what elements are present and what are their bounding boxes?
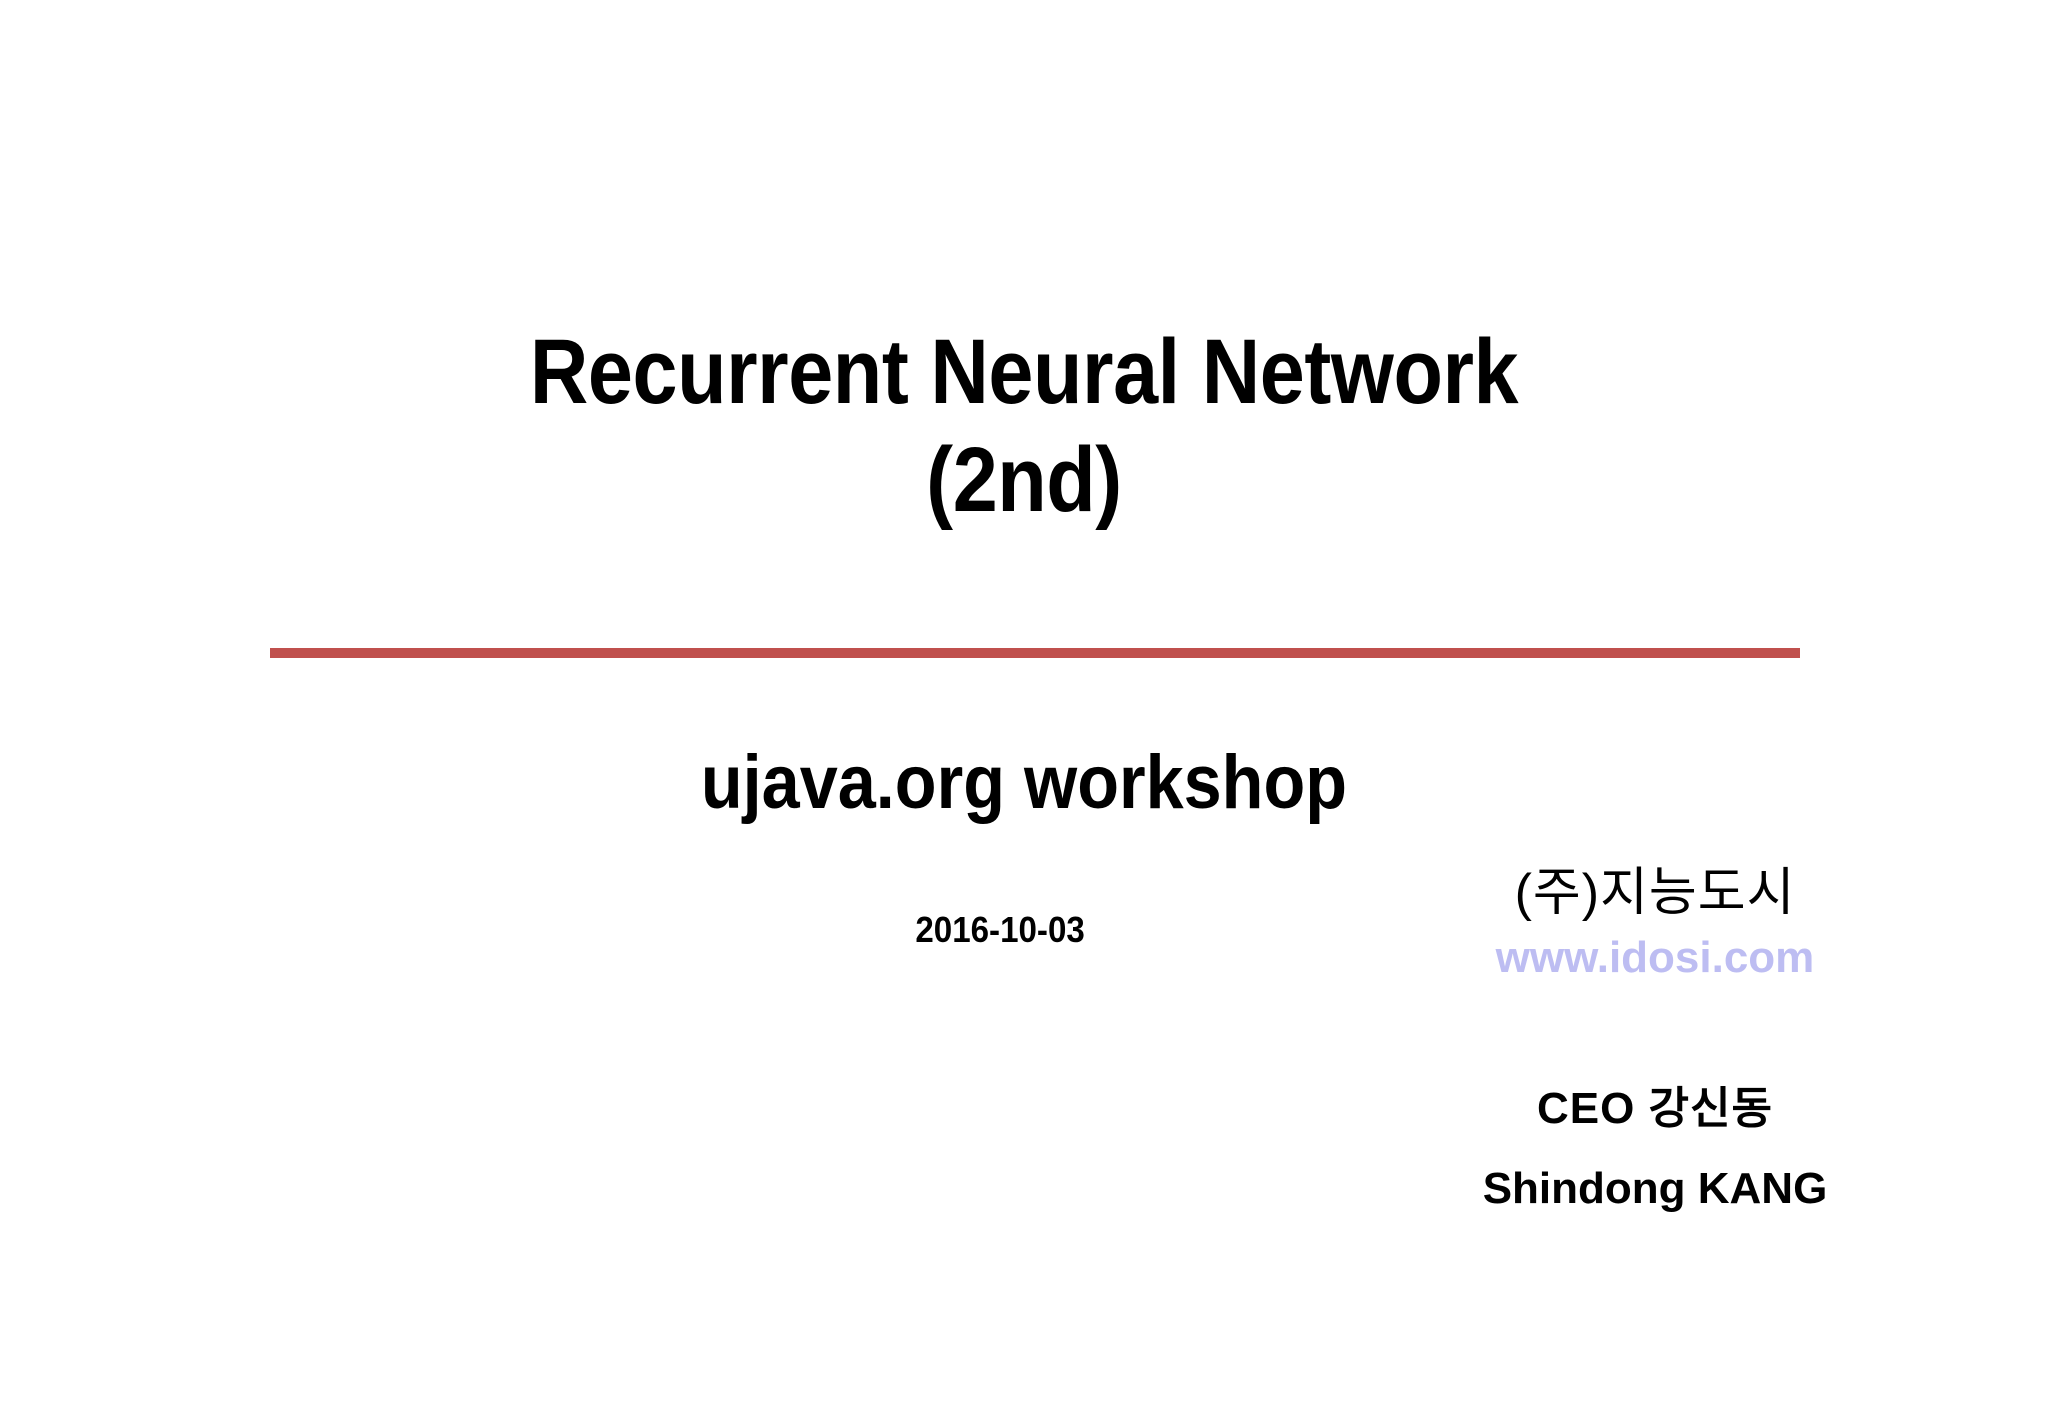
company-name: (주)지능도시: [1514, 864, 1796, 922]
subtitle-container: ujava.org workshop: [0, 738, 2048, 828]
date-container: 2016-10-03: [760, 908, 1240, 952]
accent-divider-line: [270, 648, 1800, 658]
company-website-link[interactable]: www.idosi.com: [1495, 933, 1815, 982]
title-line-primary: Recurrent Neural Network: [529, 321, 1519, 423]
author-name-roman: Shindong KANG: [1482, 1164, 1828, 1213]
company-container: (주)지능도시 www.idosi.com: [1380, 862, 1930, 986]
author-title-korean: CEO 강신동: [1536, 1084, 1773, 1133]
workshop-subtitle: ujava.org workshop: [700, 740, 1348, 825]
slide-title: Recurrent Neural Network (2nd): [0, 318, 2048, 534]
title-line-secondary: (2nd): [926, 429, 1122, 531]
presentation-date: 2016-10-03: [915, 909, 1085, 950]
author-container: CEO 강신동 Shindong KANG: [1380, 1080, 1930, 1218]
